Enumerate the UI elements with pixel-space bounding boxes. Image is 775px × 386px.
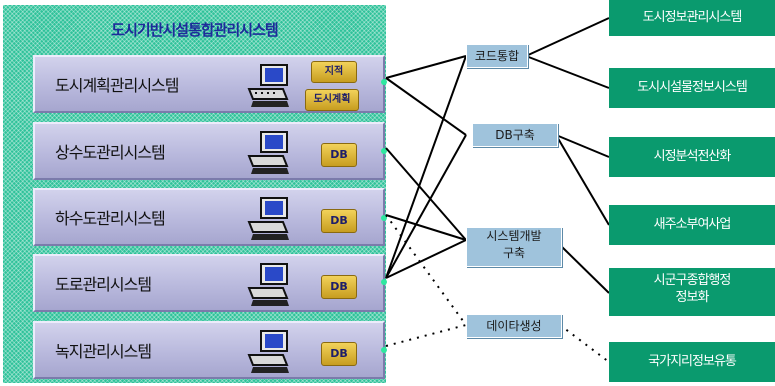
system-label: 도시계획관리시스템 — [55, 76, 179, 95]
system-label: 하수도관리시스템 — [55, 209, 166, 228]
connector-dot — [381, 215, 387, 221]
output-national-geo-info[interactable]: 국가지리정보유통 — [609, 342, 775, 382]
box-system-build[interactable]: 시스템개발 구축 — [466, 227, 562, 267]
connector-dot — [381, 148, 387, 154]
output-local-admin[interactable]: 시군구종합행정 정보화 — [609, 268, 775, 316]
output-local-admin-line2: 정보화 — [675, 290, 710, 305]
db-cylinder: DB — [321, 143, 357, 167]
box-db-build[interactable]: DB구축 — [472, 123, 558, 147]
output-city-analysis[interactable]: 시정분석전산화 — [609, 137, 775, 177]
connector-dot — [381, 79, 387, 85]
system-label: 도로관리시스템 — [55, 275, 152, 294]
db-cylinder-cadastral: 지적 — [311, 61, 357, 83]
system-label: 상수도관리시스템 — [55, 143, 166, 162]
system-label: 녹지관리시스템 — [55, 342, 152, 361]
computer-icon — [247, 197, 289, 240]
db-cylinder: DB — [321, 275, 357, 299]
system-green-space[interactable]: 녹지관리시스템 DB — [33, 321, 385, 379]
output-facility-info-system[interactable]: 도시시설물정보시스템 — [609, 68, 775, 108]
box-code-unify[interactable]: 코드통합 — [466, 44, 528, 68]
db-cylinder: DB — [321, 209, 357, 233]
computer-icon — [247, 64, 289, 107]
db-cylinder-urban-plan: 도시계획 — [305, 89, 359, 111]
connector-dot — [381, 279, 387, 285]
system-water-supply[interactable]: 상수도관리시스템 DB — [33, 122, 385, 180]
box-system-build-line1: 시스템개발 — [486, 229, 542, 243]
output-urban-info-system[interactable]: 도시정보관리시스템 — [609, 0, 775, 36]
computer-icon — [247, 131, 289, 174]
output-new-address[interactable]: 새주소부여사업 — [609, 205, 775, 245]
connector-dot — [381, 347, 387, 353]
panel-title: 도시기반시설통합관리시스템 — [111, 21, 278, 39]
box-data-generation[interactable]: 데이타생성 — [466, 314, 562, 338]
computer-icon — [247, 263, 289, 306]
box-system-build-line2: 구축 — [502, 246, 526, 260]
integrated-system-panel: 도시기반시설통합관리시스템 도시계획관리시스템 지적 도시계획 상수도관리시스템 — [3, 5, 387, 383]
system-sewer[interactable]: 하수도관리시스템 DB — [33, 188, 385, 246]
output-local-admin-line1: 시군구종합행정 — [653, 273, 732, 288]
db-cylinder: DB — [321, 342, 357, 366]
system-road[interactable]: 도로관리시스템 DB — [33, 254, 385, 312]
computer-icon — [247, 330, 289, 373]
